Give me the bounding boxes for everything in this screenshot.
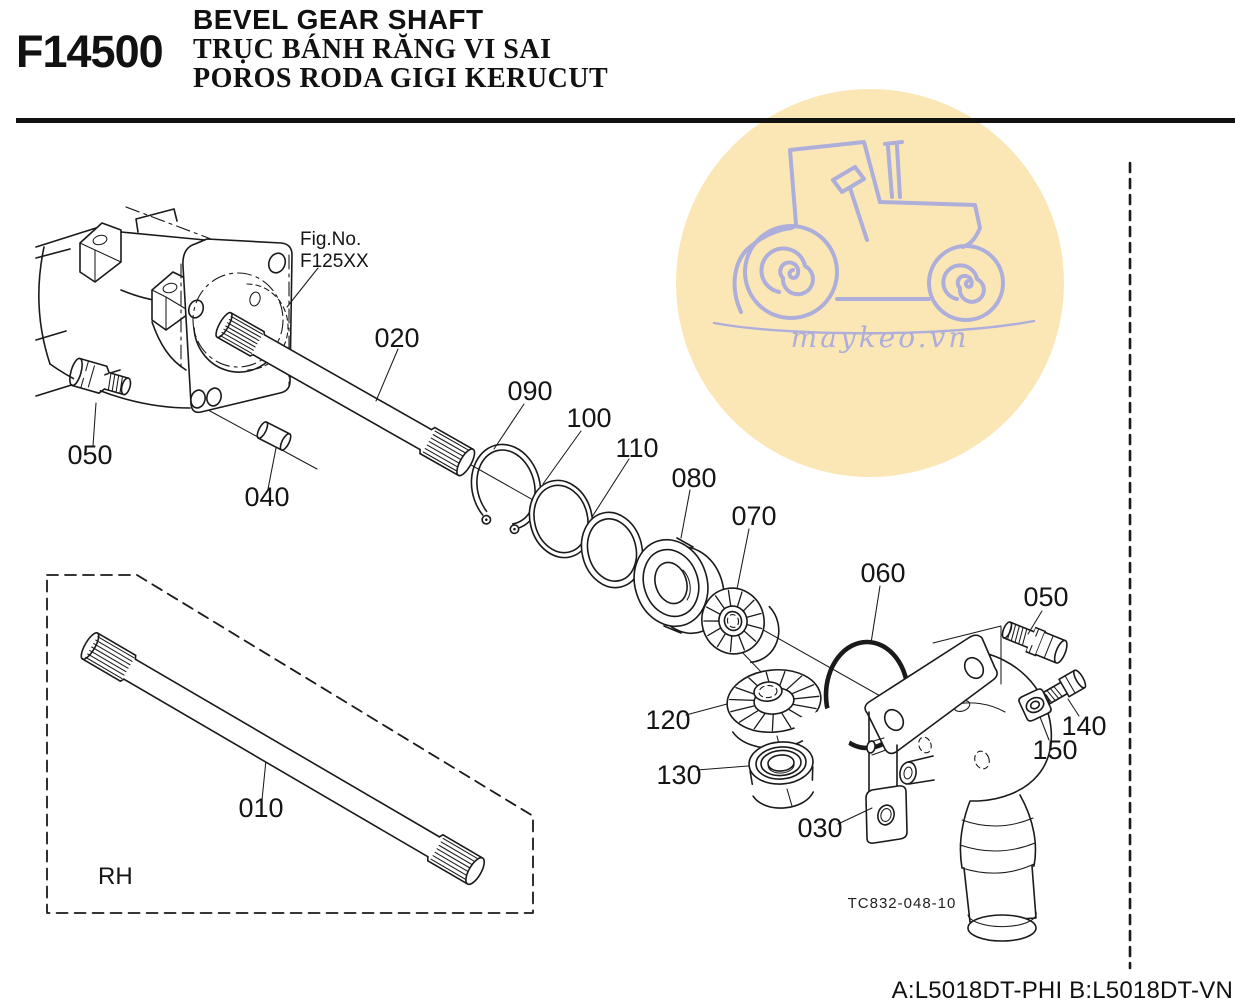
case-body: [947, 649, 1053, 923]
callout-130: 130: [656, 760, 701, 790]
callout-070: 070: [731, 501, 776, 531]
shim-100: [528, 479, 594, 559]
fig-no-label: Fig.No.: [300, 229, 361, 250]
callout-050-left: 050: [67, 440, 112, 470]
callout-120: 120: [645, 705, 690, 735]
rh-inset-box: [46, 574, 534, 914]
bevel-gear-shaft-020: [215, 311, 476, 477]
callout-150: 150: [1032, 735, 1077, 765]
tractor-logo-icon: [712, 140, 1036, 335]
callout-030: 030: [797, 813, 842, 843]
bevel-gear-case-030: [864, 625, 1053, 942]
bolt-140: [1040, 669, 1087, 706]
ring-110: [580, 511, 644, 589]
bevel-gear-shaft-010: [80, 632, 486, 886]
title-english: BEVEL GEAR SHAFT: [193, 4, 484, 35]
title-indonesian: POROS RODA GIGI KERUCUT: [193, 63, 609, 94]
figure-code: F14500: [16, 26, 164, 77]
callout-040: 040: [244, 482, 289, 512]
watermark: maykeo.vn: [676, 89, 1064, 477]
nut-150: [1018, 688, 1052, 722]
model-codes: A:L5018DT-PHI B:L5018DT-VN: [891, 977, 1233, 1004]
header-rule: [16, 118, 1235, 123]
callout-110: 110: [615, 433, 658, 463]
bevel-gear-120: [726, 668, 822, 749]
callout-100: 100: [566, 403, 611, 433]
callout-010: 010: [238, 793, 283, 823]
bearing-130: [748, 741, 815, 809]
plug-bolt-050-left: [69, 357, 132, 396]
callout-090: 090: [507, 376, 552, 406]
pin-040: [256, 421, 292, 451]
callout-140: 140: [1061, 711, 1106, 741]
figure-titles: BEVEL GEAR SHAFT TRỤC BÁNH RĂNG VI SAI P…: [193, 4, 609, 94]
plug-bolt-050-right: [1001, 621, 1068, 664]
leader-lines: [92, 267, 1080, 825]
callout-020: 020: [374, 323, 419, 353]
title-vietnamese: TRỤC BÁNH RĂNG VI SAI: [193, 34, 552, 65]
bevel-gear-070: [701, 587, 780, 664]
callout-050-right: 050: [1023, 582, 1068, 612]
callout-080: 080: [671, 463, 716, 493]
fig-no-value: F125XX: [300, 251, 369, 272]
callout-060: 060: [860, 558, 905, 588]
watermark-circle: [676, 89, 1064, 477]
watermark-text: maykeo.vn: [791, 321, 970, 354]
drawing-code: TC832-048-10: [848, 895, 957, 912]
rh-label: RH: [98, 863, 133, 890]
